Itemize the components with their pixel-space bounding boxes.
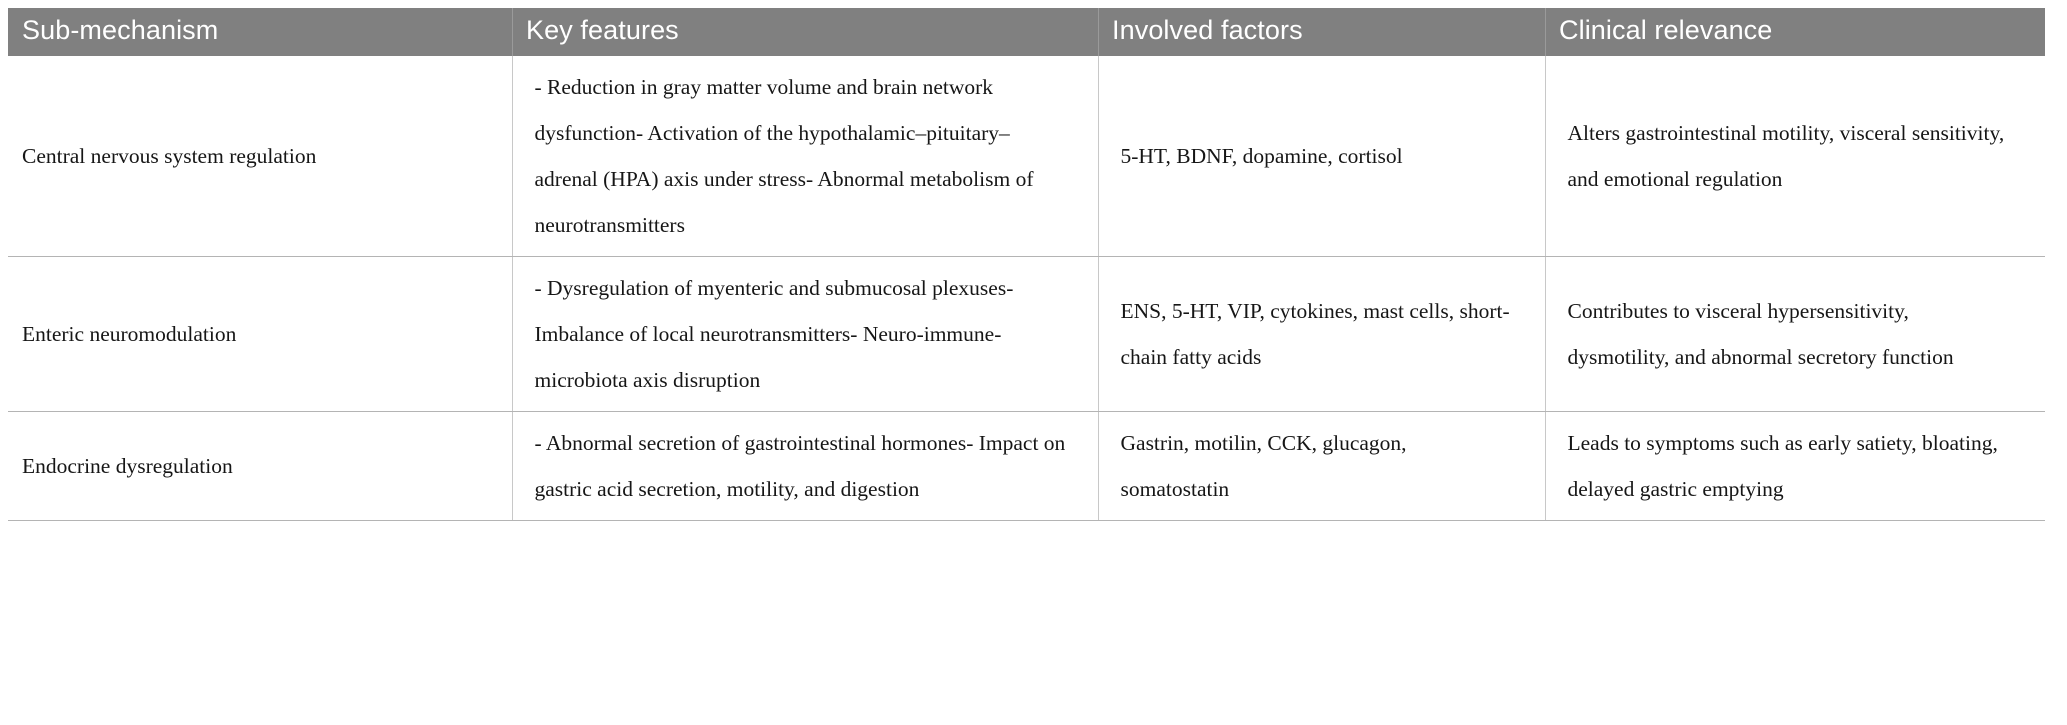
column-header-involved-factors: Involved factors (1098, 8, 1545, 57)
cell-clinical-relevance: Leads to symptoms such as early satiety,… (1545, 411, 2045, 522)
cell-sub-mechanism: Endocrine dysregulation (8, 411, 513, 522)
cell-involved-factors: Gastrin, motilin, CCK, glucagon, somatos… (1098, 411, 1546, 522)
column-header-clinical-relevance: Clinical relevance (1545, 8, 2045, 57)
table-row: Enteric neuromodulation - Dysregulation … (8, 256, 2045, 413)
cell-text: 5-HT, BDNF, dopamine, cortisol (1120, 144, 1403, 169)
cell-sub-mechanism: Enteric neuromodulation (8, 256, 513, 413)
cell-text: - Dysregulation of myenteric and submuco… (534, 276, 1014, 393)
cell-sub-mechanism: Central nervous system regulation (8, 56, 513, 258)
column-header-key-features: Key features (512, 8, 1098, 57)
cell-clinical-relevance: Alters gastrointestinal motility, viscer… (1545, 56, 2045, 258)
cell-key-features: - Abnormal secretion of gastrointestinal… (512, 411, 1099, 522)
cell-text: Central nervous system regulation (22, 144, 317, 169)
cell-text: - Abnormal secretion of gastrointestinal… (534, 431, 1066, 502)
table-body: Central nervous system regulation - Redu… (8, 56, 2045, 522)
cell-text: Contributes to visceral hypersensitivity… (1567, 299, 1954, 370)
table-container: Sub-mechanism Key features Involved fact… (8, 8, 2045, 708)
cell-clinical-relevance: Contributes to visceral hypersensitivity… (1545, 256, 2045, 413)
header-row: Sub-mechanism Key features Involved fact… (8, 8, 2045, 57)
cell-text: Alters gastrointestinal motility, viscer… (1567, 121, 2005, 192)
cell-key-features: - Dysregulation of myenteric and submuco… (512, 256, 1099, 413)
cell-key-features: - Reduction in gray matter volume and br… (512, 56, 1099, 258)
cell-text: - Reduction in gray matter volume and br… (534, 75, 1034, 238)
column-header-sub-mechanism: Sub-mechanism (8, 8, 512, 57)
cell-involved-factors: 5-HT, BDNF, dopamine, cortisol (1098, 56, 1546, 258)
cell-text: Leads to symptoms such as early satiety,… (1567, 431, 1998, 502)
table-row: Central nervous system regulation - Redu… (8, 56, 2045, 258)
cell-text: Gastrin, motilin, CCK, glucagon, somatos… (1120, 431, 1407, 502)
cell-text: ENS, 5-HT, VIP, cytokines, mast cells, s… (1120, 299, 1510, 370)
table-header: Sub-mechanism Key features Involved fact… (8, 8, 2045, 57)
cell-text: Enteric neuromodulation (22, 322, 237, 347)
cell-text: Endocrine dysregulation (22, 454, 233, 479)
sub-mechanism-table: Sub-mechanism Key features Involved fact… (8, 8, 2045, 522)
cell-involved-factors: ENS, 5-HT, VIP, cytokines, mast cells, s… (1098, 256, 1546, 413)
table-row: Endocrine dysregulation - Abnormal secre… (8, 411, 2045, 522)
